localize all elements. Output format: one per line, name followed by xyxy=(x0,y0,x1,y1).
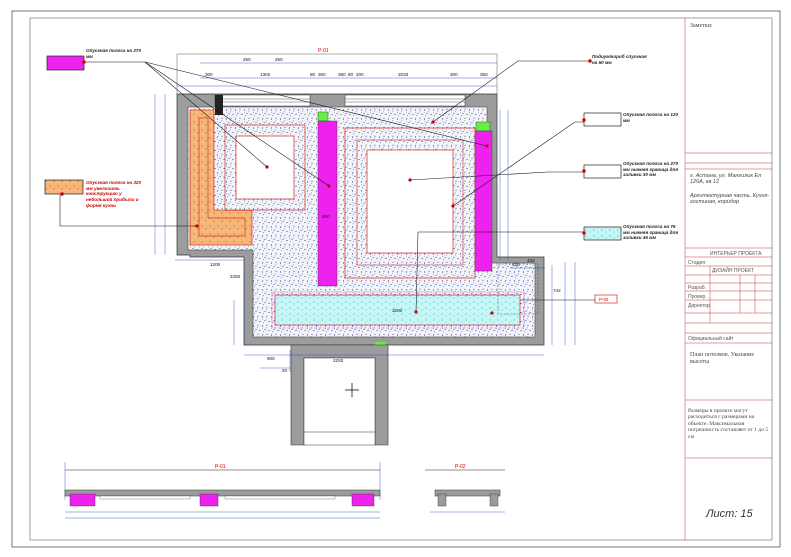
legend-note-magenta: Опускная полоса на 270 мм xyxy=(86,48,141,59)
row-stage: Стадия xyxy=(688,260,706,266)
section-label-bottom-left: Р-01 xyxy=(215,464,226,470)
dim-text: 900 xyxy=(267,356,275,361)
row-project: ДИЗАЙН ПРОЕКТ xyxy=(712,268,754,274)
row-checked: Провер. xyxy=(688,294,707,300)
dim-text: 300 xyxy=(450,72,458,77)
dim-text: 420 xyxy=(512,262,520,267)
dim-text: 1200 xyxy=(210,262,221,267)
section-label-top: Р-01 xyxy=(318,48,329,54)
notes-header: Заметки: xyxy=(690,23,713,29)
dim-text: 20 xyxy=(282,368,288,373)
row-director: Директор xyxy=(688,303,710,309)
legend-note-120: Опускная полоса на 120 мм xyxy=(623,112,678,123)
sheet-title: План потолков. Указание высоты xyxy=(690,352,755,365)
dim-text: 80 xyxy=(310,72,316,77)
section-label-right: Р-02 xyxy=(599,297,609,302)
project-part-text: Архитектурная часть. Кухня-гостиная, кор… xyxy=(690,193,770,206)
dim-text: 500 xyxy=(322,214,330,219)
dim-text: 1302 xyxy=(260,72,271,77)
dim-text: 300 xyxy=(205,72,213,77)
dim-text: 200 xyxy=(356,72,364,77)
dim-text: 2293 xyxy=(333,358,344,363)
legend-note-cyan: Опускная полоса на 76 мм нижняя граница … xyxy=(623,224,679,241)
legend-note-270: Опускная полоса на 270 мм нижняя граница… xyxy=(623,161,679,178)
section-label-bottom-right: Р-02 xyxy=(455,464,466,470)
dim-text: 432 xyxy=(527,258,535,263)
floor-plan xyxy=(176,93,545,446)
dim-text: 80 xyxy=(348,72,354,77)
section-drawings xyxy=(64,462,505,519)
row-bottom: Официальный сайт xyxy=(688,336,734,342)
inner-frame xyxy=(29,17,773,541)
disclaimer-text: Размеры в проекте могут расходиться с ра… xyxy=(688,408,769,440)
title-block xyxy=(684,18,772,540)
section-name: ИНТЕРЬЕР ПРОЕКТА xyxy=(710,251,762,257)
row-developed: Разраб. xyxy=(688,285,707,291)
outer-frame xyxy=(11,10,781,548)
dim-text: 2033 xyxy=(398,72,409,77)
dim-text: 350 xyxy=(480,72,488,77)
dim-text: 2250 xyxy=(230,274,241,279)
address-text: г. Астана, ул. Мангилик Ел 126А, кв 12 xyxy=(690,173,762,186)
legend-note-podium: Подиум/короб спускная на 50 мм xyxy=(592,54,647,65)
dimension-lines xyxy=(154,53,576,372)
dim-text: 350 xyxy=(338,72,346,77)
dim-text: 742 xyxy=(553,288,561,293)
dim-text: 250 xyxy=(275,57,283,62)
legend-note-orange: Опускная полоса на 320 мм увеличить конс… xyxy=(86,180,141,208)
sheet-number: Лист: 15 xyxy=(706,508,753,520)
dim-text: 3200 xyxy=(392,308,403,313)
dim-text: 300 xyxy=(318,72,326,77)
dim-text: 250 xyxy=(243,57,251,62)
legend-swatches xyxy=(44,55,622,304)
